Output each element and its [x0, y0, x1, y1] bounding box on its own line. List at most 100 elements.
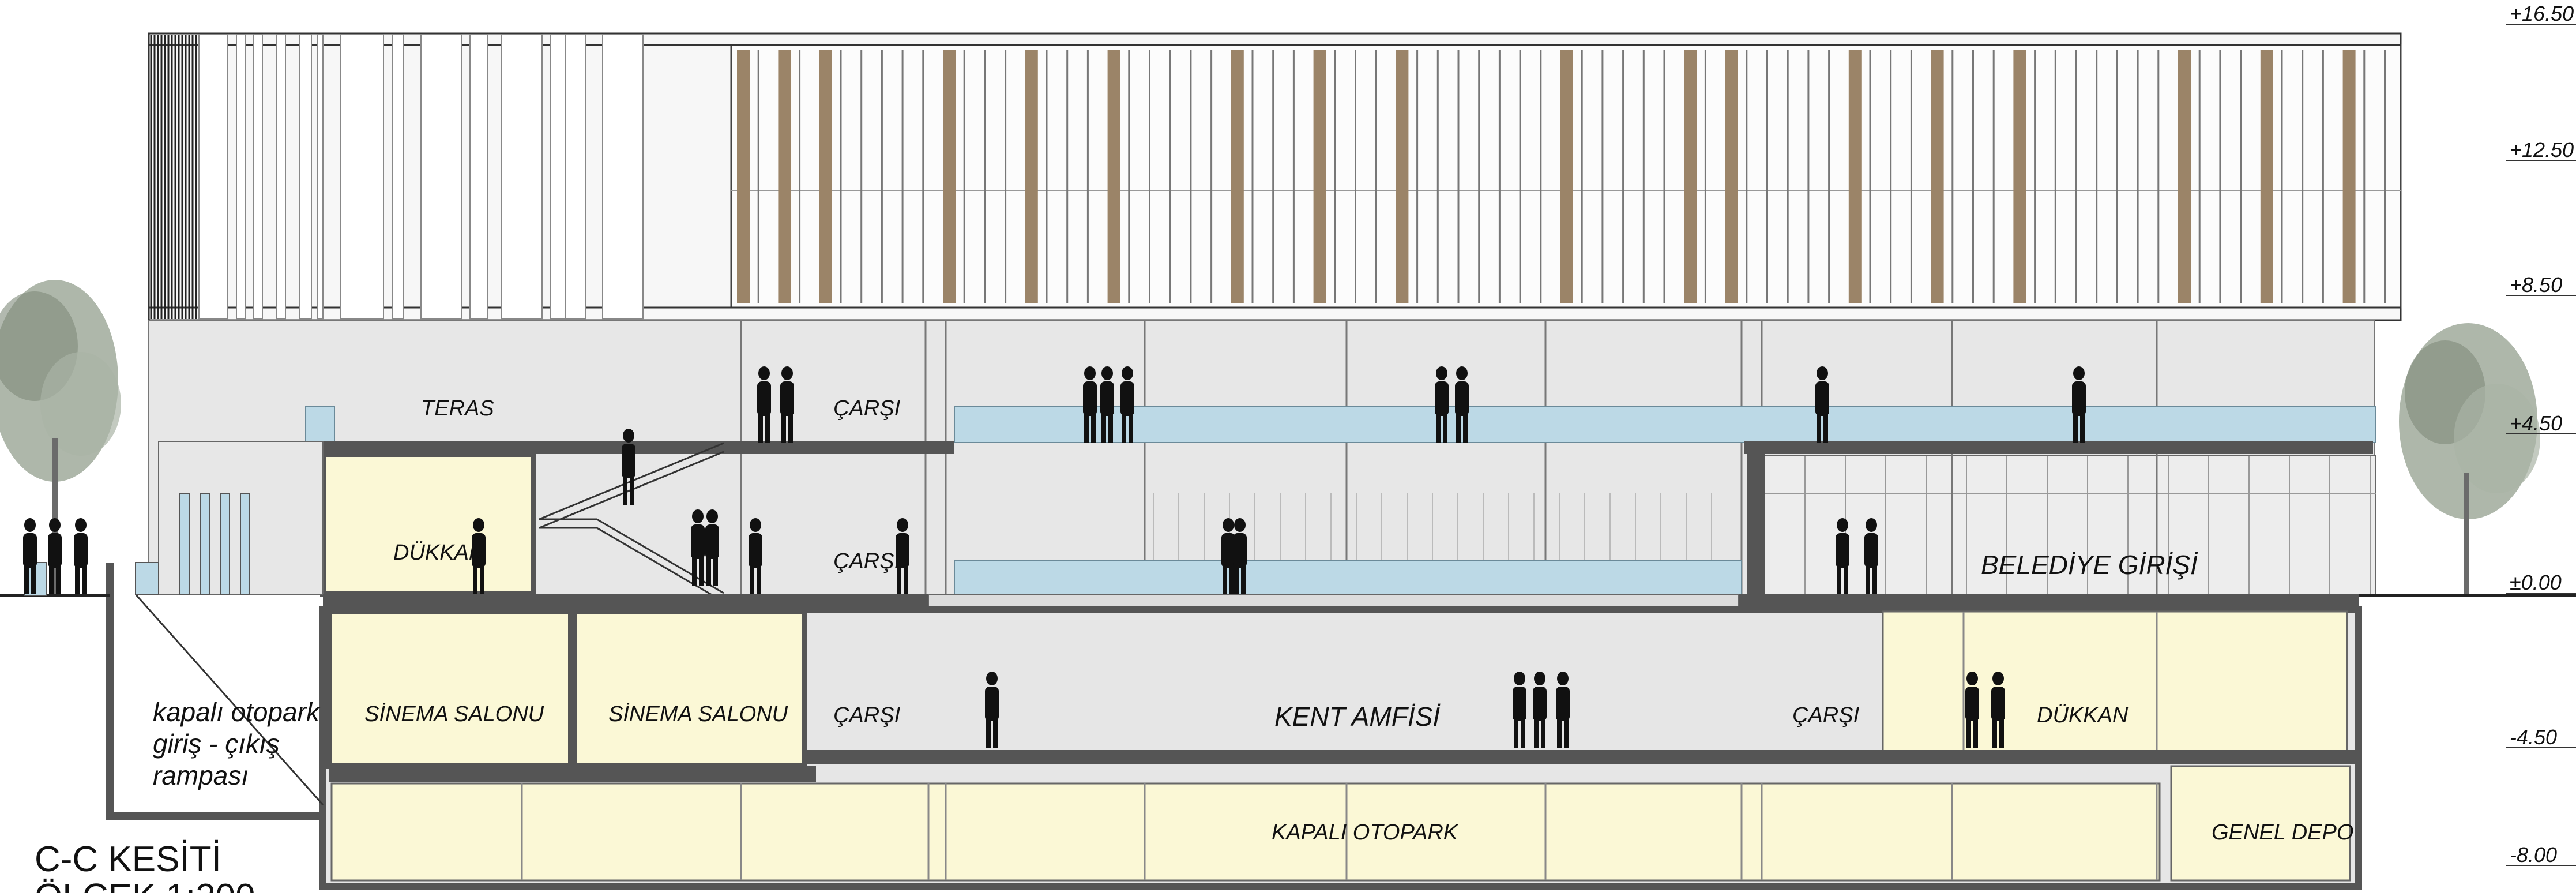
person-icon [1221, 518, 1235, 594]
person-leg [699, 557, 704, 586]
person-head [1234, 518, 1246, 532]
wood-fin [1025, 50, 1038, 303]
person-leg [1463, 414, 1468, 443]
steel-fin [1066, 50, 1069, 303]
person-head [1966, 672, 1978, 685]
wood-fin [1107, 50, 1120, 303]
dukkan-basement-room [1882, 610, 2348, 754]
upper-glass-balustrade [954, 406, 2376, 443]
person-leg [788, 414, 793, 443]
person-head [758, 366, 770, 380]
person-body [705, 524, 719, 559]
person-body [1435, 381, 1449, 416]
person-body [985, 687, 999, 721]
person-icon [985, 672, 999, 748]
person-leg [49, 565, 54, 594]
steel-fin [1642, 50, 1645, 303]
steel-fin [2075, 50, 2077, 303]
person-body [1083, 381, 1097, 416]
person-leg [758, 414, 763, 443]
steel-fin [1746, 50, 1748, 303]
person-head [986, 672, 998, 685]
person-icon [1533, 672, 1547, 748]
wood-fin [2178, 50, 2191, 303]
slab-basement-mid [804, 750, 2359, 764]
steel-fin [1190, 50, 1192, 303]
facade-panel [602, 34, 644, 320]
facade-panel [550, 34, 566, 320]
person-icon [691, 509, 705, 586]
drawing-title: C-C KESİTİ [35, 839, 221, 879]
person-head [1122, 366, 1133, 380]
label-kent-amfisi: KENT AMFİSİ [1274, 702, 1441, 732]
person-leg [56, 565, 61, 594]
wood-fin [1725, 50, 1738, 303]
person-body [74, 533, 88, 568]
steel-fin [984, 50, 986, 303]
facade-panel [198, 34, 228, 320]
person-leg [1541, 719, 1545, 748]
person-leg [2080, 414, 2085, 443]
steel-fin [1910, 50, 1912, 303]
steel-fin [1251, 50, 1254, 303]
person-head [2073, 366, 2085, 380]
steel-fin [840, 50, 842, 303]
label-teras: TERAS [421, 396, 494, 421]
label-sinema-1: SİNEMA SALONU [364, 702, 544, 726]
person-icon [1455, 366, 1469, 443]
steel-fin [1210, 50, 1213, 303]
steel-fin [1581, 50, 1583, 303]
dukkan-ground-room [320, 451, 536, 597]
person-head [1837, 518, 1848, 532]
person-leg [1456, 414, 1461, 443]
steel-fin [1807, 50, 1810, 303]
person-leg [1514, 719, 1518, 748]
level-label: -4.50 [2510, 725, 2557, 749]
person-leg [31, 565, 36, 594]
person-head [1514, 672, 1525, 685]
people-figures [23, 366, 2086, 748]
facade-panel [299, 34, 312, 320]
person-icon [749, 518, 762, 594]
steel-fin [1622, 50, 1624, 303]
steel-fin [1951, 50, 1954, 303]
person-leg [986, 719, 991, 748]
person-body [1965, 687, 1979, 721]
wood-fin [1684, 50, 1697, 303]
person-head [1534, 672, 1545, 685]
level-label: -8.00 [2510, 843, 2557, 867]
person-head [1866, 518, 1877, 532]
steel-fin [2240, 50, 2242, 303]
left-facade-louvers [150, 35, 197, 319]
steel-fin [1992, 50, 1995, 303]
person-icon [1120, 366, 1134, 443]
person-head [692, 509, 704, 523]
person-head [1101, 366, 1113, 380]
steel-fin [1005, 50, 1007, 303]
label-carsi-ground: ÇARŞI [833, 549, 901, 573]
person-leg [1557, 719, 1562, 748]
steel-fin [2054, 50, 2056, 303]
steel-fin [1086, 50, 1089, 303]
person-head [1992, 672, 2004, 685]
person-head [1223, 518, 1234, 532]
steel-fin [1704, 50, 1706, 303]
level-label: +16.50 [2510, 2, 2574, 25]
steel-fin [1519, 50, 1521, 303]
person-head [24, 518, 36, 532]
person-leg [623, 476, 627, 505]
person-body [691, 524, 705, 559]
person-body [472, 533, 486, 568]
level-markers: +16.50 +12.50 +8.50 +4.50 ±0.00 -4.50 -8… [2506, 2, 2576, 867]
steel-fin [1046, 50, 1048, 303]
person-leg [1436, 414, 1441, 443]
person-leg [1866, 565, 1870, 594]
steel-fin [860, 50, 863, 303]
steel-fin [922, 50, 924, 303]
steel-fin [1869, 50, 1871, 303]
person-icon [23, 518, 37, 594]
person-body [1864, 533, 1878, 568]
wood-fin [1313, 50, 1326, 303]
person-leg [897, 565, 901, 594]
